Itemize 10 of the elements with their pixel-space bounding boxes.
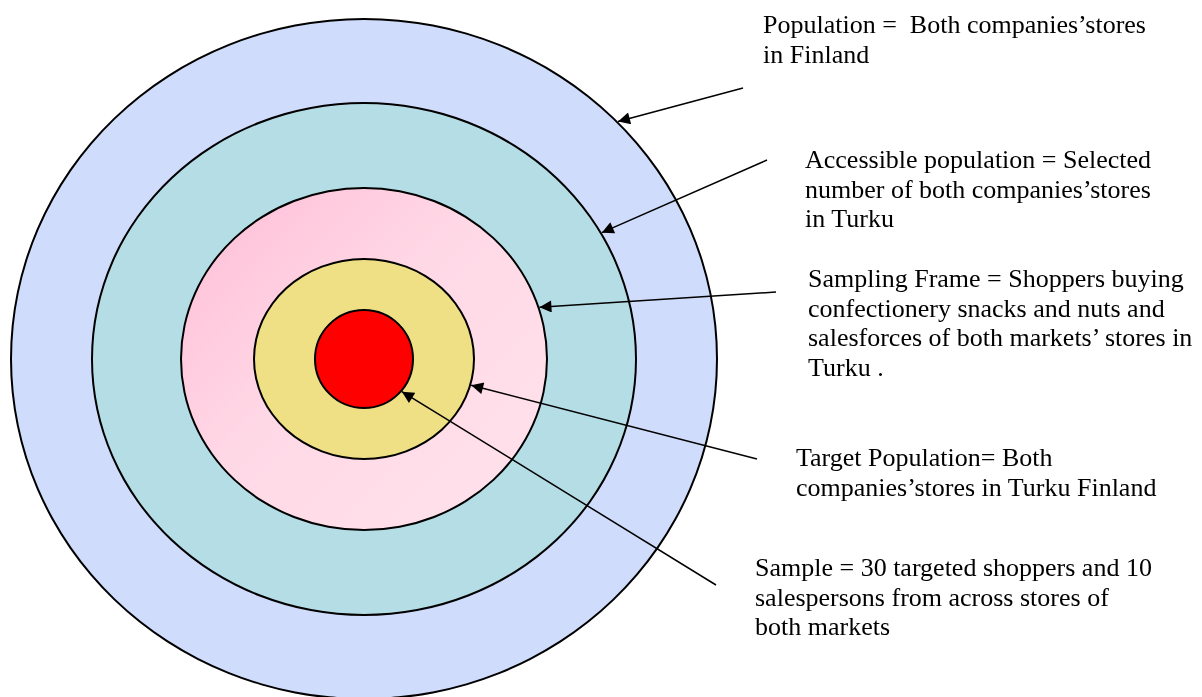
annotation-text: Sampling Frame = Shoppers buying confectionery snacks and nuts and salesforces of both markets’ stores in Turku .: [776, 264, 1202, 382]
leader-arrow: [401, 390, 717, 586]
annotation-text: Accessible population = Selected number of both companies’stores in Turku: [767, 145, 1167, 234]
leader-arrow: [617, 87, 744, 125]
leader-arrow: [601, 159, 768, 234]
annotation-text: Population = Both companies’stores in Finland: [743, 10, 1158, 69]
leader-arrow: [470, 382, 758, 460]
annotation-text: Target Population= Both companies’stores in Turku Finland: [757, 443, 1187, 502]
annotation-text: Sample = 30 targeted shoppers and 10 salespersons from across stores of both markets: [716, 553, 1157, 642]
leader-arrow: [538, 291, 777, 313]
